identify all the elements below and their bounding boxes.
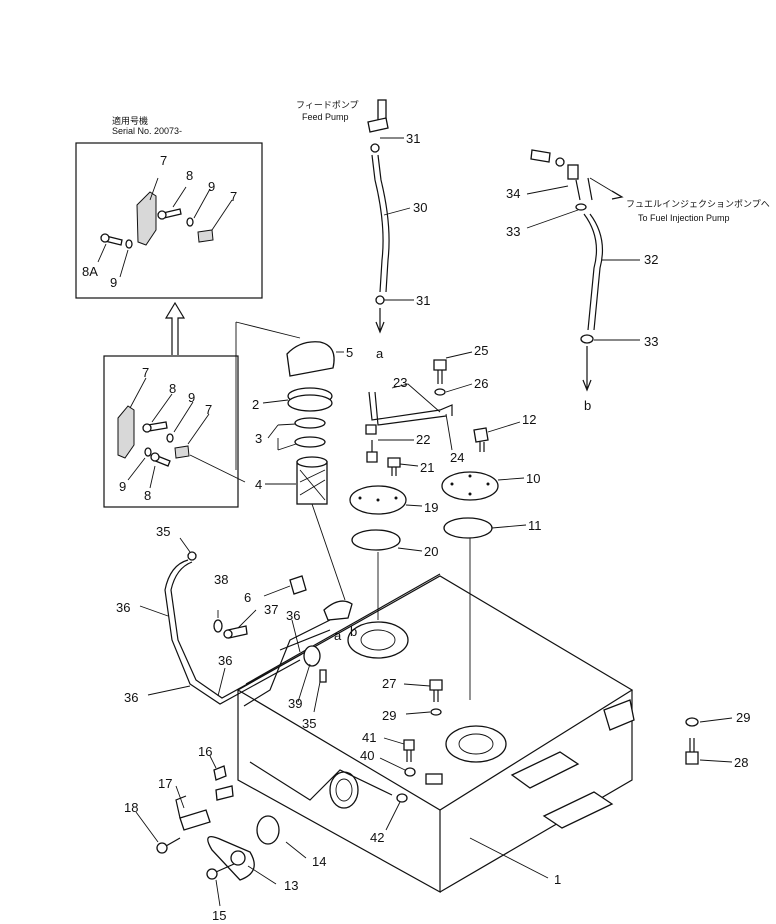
callout-5: 5 — [346, 345, 353, 360]
callout-29a: 29 — [382, 708, 396, 723]
up-arrow — [164, 301, 186, 355]
feed-pump-en: Feed Pump — [302, 112, 349, 122]
callout-1: 1 — [554, 872, 561, 887]
callout-8a: 8 — [186, 168, 193, 183]
current-inset: 7 8 9 7 9 8 — [103, 355, 239, 508]
callout-28: 28 — [734, 755, 748, 770]
callout-41: 41 — [362, 730, 376, 745]
callout-36c: 36 — [286, 608, 300, 623]
callout-11: 11 — [528, 518, 542, 533]
callout-17: 17 — [158, 776, 172, 791]
callout-6: 6 — [244, 590, 251, 605]
callout-40: 40 — [360, 748, 374, 763]
ref-a-top: a — [376, 346, 384, 361]
callout-29b: 29 — [736, 710, 750, 725]
callout-38: 38 — [214, 572, 228, 587]
callout-37: 37 — [264, 602, 278, 617]
feed-line: フィードポンプ Feed Pump 31 30 31 a — [296, 99, 430, 361]
callout-39: 39 — [288, 696, 302, 711]
injection-pump-en: To Fuel Injection Pump — [638, 213, 730, 223]
bracket-part — [136, 191, 157, 246]
callout-15: 15 — [212, 908, 226, 923]
callout-16: 16 — [198, 744, 212, 759]
feed-pump-jp: フィードポンプ — [296, 100, 359, 110]
callout-10: 10 — [526, 471, 540, 486]
callout-32: 32 — [644, 252, 658, 267]
callout-7b: 7 — [230, 189, 237, 204]
fuel-tank: 1 a b — [236, 573, 635, 894]
callout-24: 24 — [450, 450, 464, 465]
breather-tube: 35 36 36 38 37 6 36 36 39 35 — [116, 524, 331, 731]
callout-42: 42 — [370, 830, 384, 845]
callout-9a: 9 — [208, 179, 215, 194]
callout-26: 26 — [474, 376, 488, 391]
callout-30: 30 — [413, 200, 427, 215]
serial-inset: 適用号機 Serial No. 20073- 7 8 9 7 8A 9 — [75, 115, 263, 299]
callout-9b: 9 — [110, 275, 117, 290]
callout-3: 3 — [255, 431, 262, 446]
callout-8c: 8 — [144, 488, 151, 503]
callout-35b: 35 — [302, 716, 316, 731]
callout-7c: 7 — [142, 365, 149, 380]
callout-21: 21 — [420, 460, 434, 475]
callout-36a: 36 — [116, 600, 130, 615]
callout-4: 4 — [255, 477, 262, 492]
callout-36b: 36 — [124, 690, 138, 705]
callout-36d: 36 — [218, 653, 232, 668]
tank-sender-port — [445, 725, 507, 763]
callout-9d: 9 — [119, 479, 126, 494]
current-inset-frame — [103, 355, 239, 508]
callout-33a: 33 — [506, 224, 520, 239]
callout-33b: 33 — [644, 334, 658, 349]
callout-27: 27 — [382, 676, 396, 691]
callout-23: 23 — [393, 375, 407, 390]
injection-line: フュエルインジェクションポンプへ To Fuel Injection Pump … — [506, 149, 770, 413]
callout-8b: 8 — [169, 381, 176, 396]
mount-bolts: 27 29 29 28 — [382, 676, 750, 770]
callout-31a: 31 — [406, 131, 420, 146]
serial-inset-frame — [75, 142, 263, 299]
return-line: 25 26 23 22 24 21 19 20 — [349, 343, 488, 620]
callout-20: 20 — [424, 544, 438, 559]
callout-35a: 35 — [156, 524, 170, 539]
callout-13: 13 — [284, 878, 298, 893]
step-upper — [510, 751, 580, 789]
tank-return-port — [347, 621, 409, 659]
callout-18: 18 — [124, 800, 138, 815]
callout-22: 22 — [416, 432, 430, 447]
callout-31b: 31 — [416, 293, 430, 308]
callout-7d: 7 — [205, 402, 212, 417]
filler-cap — [286, 341, 335, 377]
callout-14: 14 — [312, 854, 326, 869]
serial-note-jp: 適用号機 — [112, 115, 148, 126]
callout-12: 12 — [522, 412, 536, 427]
step-lower — [542, 791, 614, 829]
ref-a-tank: a — [334, 628, 342, 643]
callout-34: 34 — [506, 186, 520, 201]
sender-plate: 12 10 11 — [441, 412, 542, 700]
ref-b-tank: b — [350, 624, 357, 639]
callout-25: 25 — [474, 343, 488, 358]
callout-8A: 8A — [82, 264, 98, 279]
callout-7a: 7 — [160, 153, 167, 168]
callout-19: 19 — [424, 500, 438, 515]
drain-parts: 16 17 18 14 13 15 41 40 42 — [124, 730, 416, 923]
serial-note-en: Serial No. 20073- — [112, 126, 182, 136]
callout-2: 2 — [252, 397, 259, 412]
ref-b-top: b — [584, 398, 591, 413]
injection-pump-jp: フュエルインジェクションポンプへ — [626, 199, 770, 209]
filler-cap-assembly: 5 2 3 4 — [235, 321, 353, 601]
callout-9c: 9 — [188, 390, 195, 405]
